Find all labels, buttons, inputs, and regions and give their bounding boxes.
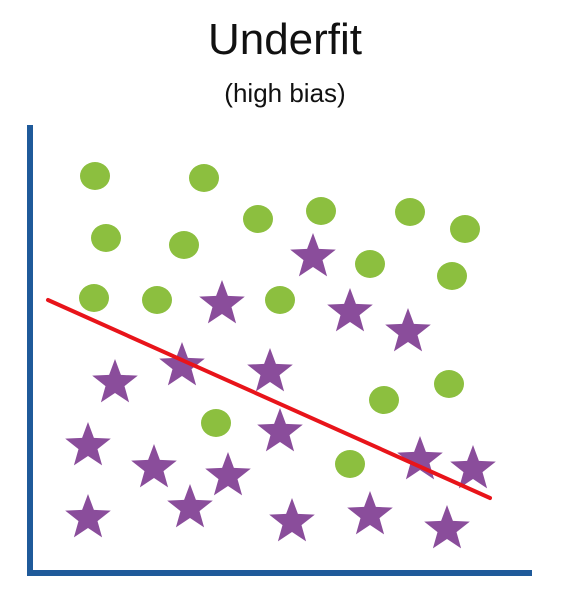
circle-icon xyxy=(201,409,231,437)
star-icon xyxy=(247,348,293,392)
fit-line xyxy=(46,298,492,500)
circle-icon xyxy=(395,198,425,226)
star-icon xyxy=(167,484,213,528)
circle-icon xyxy=(80,162,110,190)
star-icon xyxy=(159,342,205,386)
diagram-subtitle: (high bias) xyxy=(224,78,346,108)
circle-icon xyxy=(169,231,199,259)
star-icon xyxy=(347,491,393,535)
circle-points xyxy=(79,162,480,478)
star-icon xyxy=(65,494,111,538)
star-icon xyxy=(65,422,111,466)
star-icon xyxy=(92,359,138,403)
star-icon xyxy=(397,436,443,480)
star-icon xyxy=(450,445,496,489)
circle-icon xyxy=(79,284,109,312)
circle-icon xyxy=(306,197,336,225)
star-icon xyxy=(199,280,245,324)
circle-icon xyxy=(243,205,273,233)
circle-icon xyxy=(335,450,365,478)
circle-icon xyxy=(369,386,399,414)
star-icon xyxy=(424,505,470,549)
star-icon xyxy=(131,444,177,488)
circle-icon xyxy=(434,370,464,398)
star-icon xyxy=(257,408,303,452)
circle-icon xyxy=(91,224,121,252)
diagram-title: Underfit xyxy=(207,15,363,64)
star-icon xyxy=(327,288,373,332)
circle-icon xyxy=(355,250,385,278)
circle-icon xyxy=(142,286,172,314)
circle-icon xyxy=(437,262,467,290)
star-icon xyxy=(205,452,251,496)
star-icon xyxy=(269,498,315,542)
circle-icon xyxy=(450,215,480,243)
circle-icon xyxy=(265,286,295,314)
star-icon xyxy=(290,233,336,277)
circle-icon xyxy=(189,164,219,192)
star-icon xyxy=(385,308,431,352)
star-points xyxy=(65,233,496,549)
